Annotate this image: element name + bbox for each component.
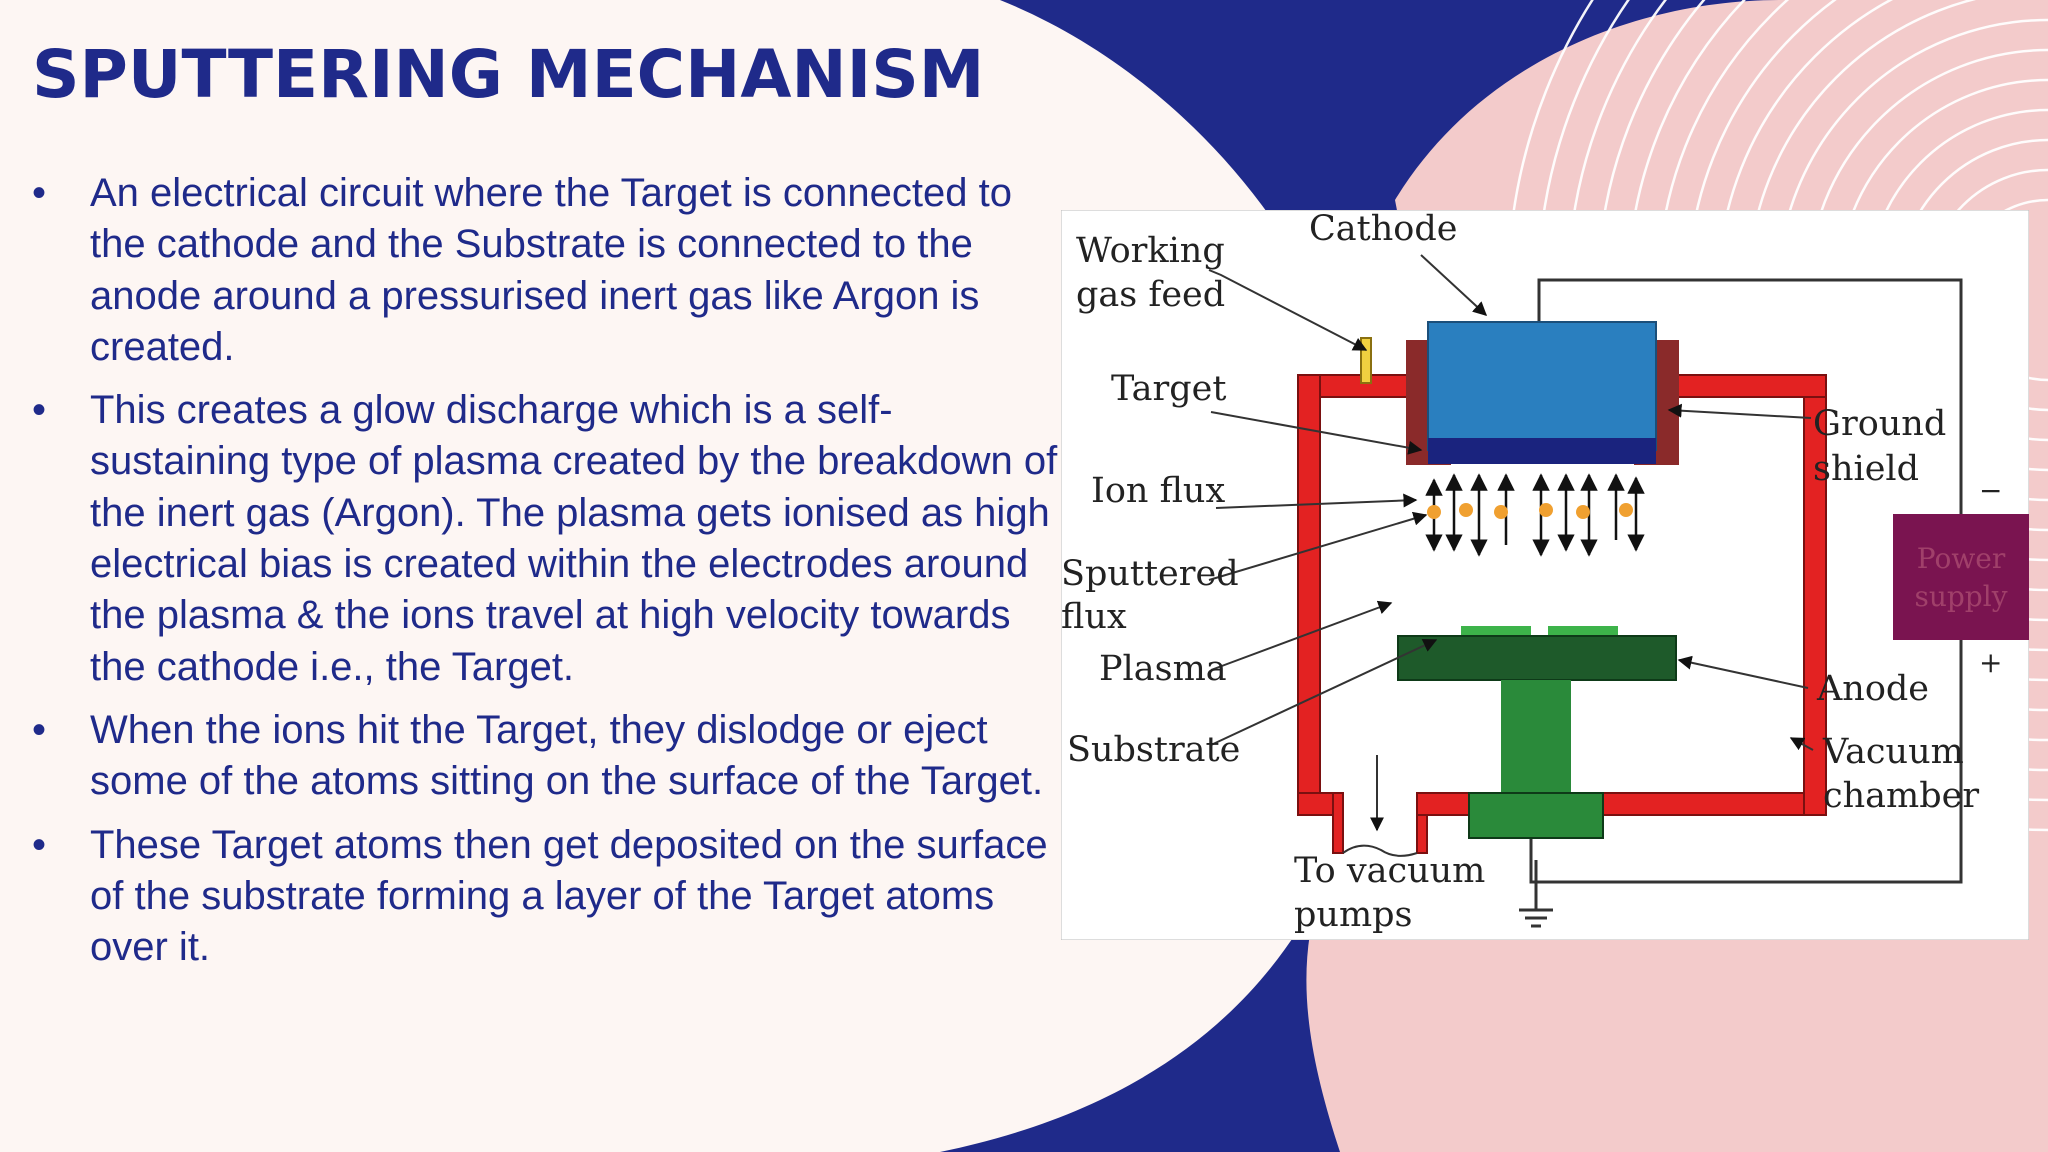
- power-supply-label: Power: [1917, 542, 2006, 575]
- circuit-wires: [1519, 278, 1963, 928]
- label-ground-shield: shield: [1813, 449, 1919, 489]
- label-working-gas-feed: Working: [1076, 231, 1225, 271]
- label-pointers: [1208, 254, 1814, 832]
- power-supply-label: supply: [1914, 580, 2007, 613]
- label-cathode: Cathode: [1309, 210, 1457, 249]
- target-layer: [1428, 438, 1656, 464]
- label-substrate: Substrate: [1067, 730, 1240, 770]
- label-working-gas-feed: gas feed: [1076, 275, 1225, 315]
- label-vacuum-chamber: chamber: [1823, 776, 1979, 816]
- bullet-item: • This creates a glow discharge which is …: [32, 385, 1062, 693]
- bullet-marker: •: [32, 388, 47, 433]
- label-to-vacuum-pumps: To vacuum: [1294, 851, 1485, 891]
- minus-sign: −: [1979, 474, 2002, 507]
- label-ion-flux: Ion flux: [1091, 471, 1225, 511]
- bullet-item: • These Target atoms then get deposited o…: [32, 820, 1062, 974]
- label-anode: Anode: [1816, 669, 1929, 709]
- slide-title: SPUTTERING MECHANISM: [32, 36, 985, 113]
- bullet-marker: •: [32, 822, 47, 867]
- label-sputtered-flux: Sputtered: [1061, 554, 1239, 594]
- vacuum-chamber: [1297, 374, 1827, 857]
- bullet-marker: •: [32, 171, 47, 215]
- label-plasma: Plasma: [1099, 649, 1227, 689]
- label-to-vacuum-pumps: pumps: [1294, 895, 1413, 935]
- label-vacuum-chamber: Vacuum: [1822, 732, 1964, 772]
- bullet-marker: •: [32, 707, 47, 752]
- cathode-block: [1427, 321, 1657, 451]
- bullet-item: • When the ions hit the Target, they disl…: [32, 705, 1062, 808]
- substrate-holder: [1397, 626, 1677, 839]
- power-supply: [1893, 514, 2029, 640]
- gas-feed-valve: [1360, 337, 1372, 384]
- label-ground-shield: Ground: [1813, 404, 1946, 444]
- bullet-text: An electrical circuit where the Target i…: [90, 171, 1012, 369]
- label-target: Target: [1111, 369, 1226, 409]
- sputtering-diagram: Power supply − + Working gas feed Cathod…: [1061, 210, 2029, 940]
- plus-sign: +: [1979, 646, 2002, 679]
- label-sputtered-flux: flux: [1061, 597, 1127, 637]
- bullet-text: This creates a glow discharge which is a…: [90, 388, 1058, 689]
- bullet-text: When the ions hit the Target, they dislo…: [90, 707, 1044, 804]
- bullet-item: • An electrical circuit where the Target …: [32, 168, 1062, 373]
- bullet-list: • An electrical circuit where the Target …: [32, 168, 1062, 985]
- bullet-text: These Target atoms then get deposited on…: [90, 822, 1048, 970]
- argon-ions: [1427, 503, 1633, 519]
